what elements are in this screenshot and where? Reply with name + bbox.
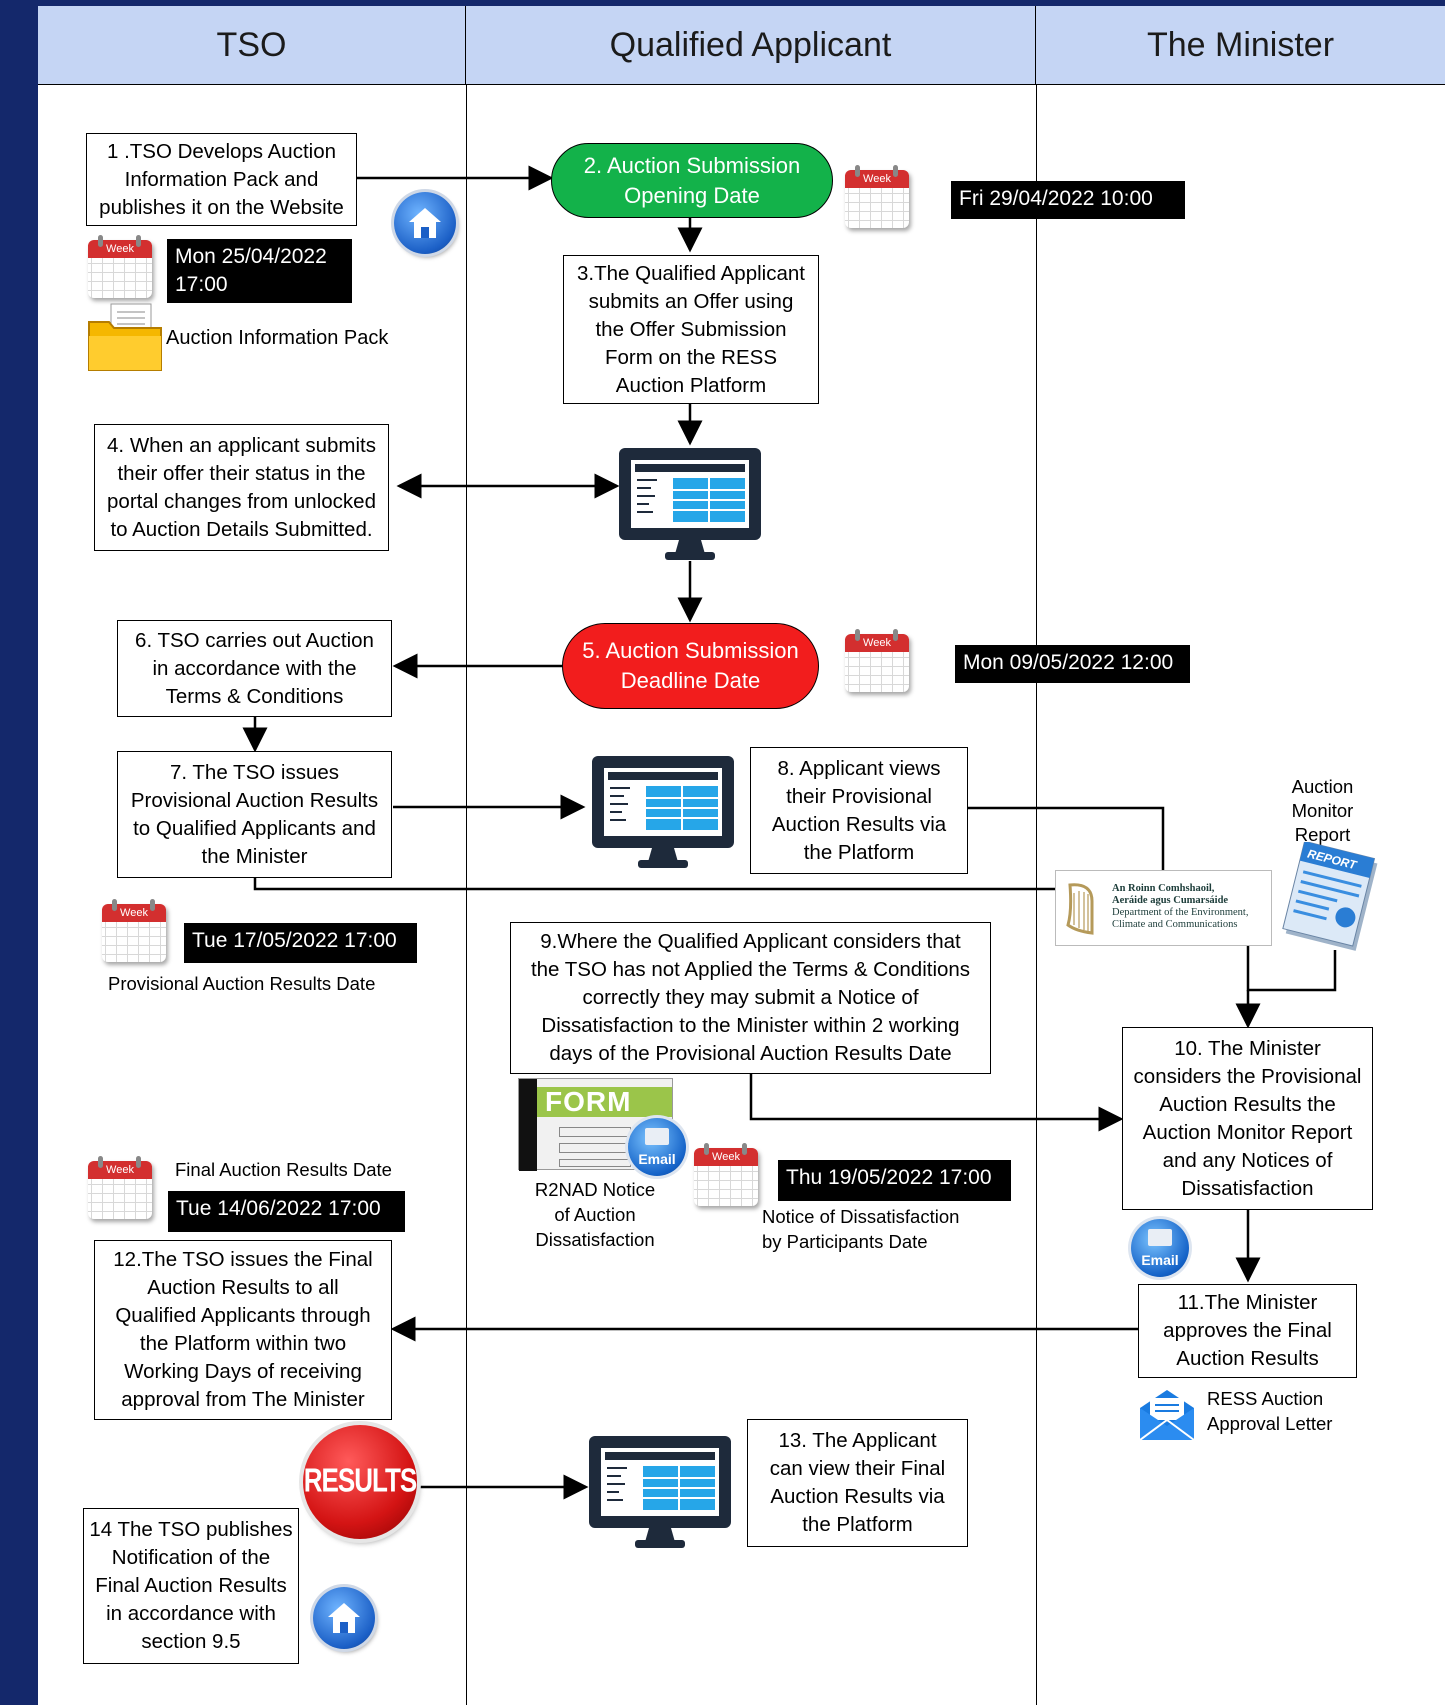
step-3-box: 3.The Qualified Applicant submits an Off… [563, 255, 819, 404]
website-home-icon [313, 1587, 375, 1649]
label-auction-monitor-report: Auction Monitor Report [1291, 776, 1354, 845]
calendar-icon: Week [88, 232, 154, 300]
lane-divider-2 [1036, 85, 1037, 1705]
date-final: Tue 14/06/2022 17:00 [168, 1191, 405, 1232]
date-opening: Fri 29/04/2022 10:00 [951, 181, 1185, 219]
step-7-box: 7. The TSO issues Provisional Auction Re… [117, 751, 392, 878]
label-notice-date: Notice of Dissatisfaction by Participant… [762, 1206, 960, 1252]
step-12-box: 12.The TSO issues the Final Auction Resu… [94, 1240, 392, 1420]
step-2-opening-date-pill: 2. Auction Submission Opening Date [551, 143, 833, 218]
calendar-icon: Week [845, 626, 911, 694]
step-11-box: 11.The Minister approves the Final Aucti… [1138, 1284, 1357, 1378]
date-notice: Thu 19/05/2022 17:00 [778, 1160, 1011, 1201]
label-provisional-date: Provisional Auction Results Date [108, 973, 376, 994]
frame-top-border [0, 0, 1445, 6]
department-logo: An Roinn Comhshaoil, Aeráide agus Cumars… [1055, 870, 1272, 946]
step-4-box: 4. When an applicant submits their offer… [94, 424, 389, 551]
calendar-icon: Week [694, 1140, 760, 1208]
lane-header-qualified-applicant: Qualified Applicant [466, 6, 1036, 85]
platform-monitor-icon [619, 448, 761, 560]
results-badge: RESULTS [303, 1425, 417, 1539]
email-icon: Email [1131, 1219, 1189, 1277]
report-document-icon: REPORT [1282, 842, 1378, 951]
platform-monitor-icon [592, 756, 734, 868]
step-14-box: 14 The TSO publishes Notification of the… [83, 1508, 299, 1664]
platform-monitor-icon [589, 1436, 731, 1548]
lane-header-tso: TSO [38, 6, 466, 85]
envelope-letter-icon [1139, 1390, 1195, 1441]
lane-header-minister: The Minister [1036, 6, 1445, 85]
folder-icon [88, 303, 162, 371]
label-r2nad-notice: R2NAD Notice of Auction Dissatisfaction [534, 1179, 656, 1250]
calendar-icon: Week [88, 1153, 154, 1221]
step-5-deadline-date-pill: 5. Auction Submission Deadline Date [562, 623, 819, 709]
frame-left-border [0, 0, 38, 1705]
website-home-icon [394, 192, 456, 254]
label-final-results-date: Final Auction Results Date [175, 1159, 392, 1180]
step-6-box: 6. TSO carries out Auction in accordance… [117, 620, 392, 717]
date-provisional: Tue 17/05/2022 17:00 [184, 923, 417, 963]
lane-divider-1 [466, 85, 467, 1705]
calendar-icon: Week [845, 162, 911, 230]
email-icon: Email [628, 1118, 686, 1176]
step-8-box: 8. Applicant views their Provisional Auc… [750, 747, 968, 874]
step-13-box: 13. The Applicant can view their Final A… [747, 1419, 968, 1547]
date-deadline: Mon 09/05/2022 12:00 [955, 645, 1190, 683]
harp-icon [1066, 883, 1094, 935]
step-9-box: 9.Where the Qualified Applicant consider… [510, 922, 991, 1074]
label-approval-letter: RESS Auction Approval Letter [1207, 1388, 1333, 1434]
calendar-icon: Week [102, 896, 168, 964]
label-info-pack: Auction Information Pack [166, 327, 389, 349]
date-info-pack: Mon 25/04/2022 17:00 [167, 239, 352, 303]
step-1-box: 1 .TSO Develops Auction Information Pack… [86, 133, 357, 226]
step-10-box: 10. The Minister considers the Provision… [1122, 1027, 1373, 1210]
